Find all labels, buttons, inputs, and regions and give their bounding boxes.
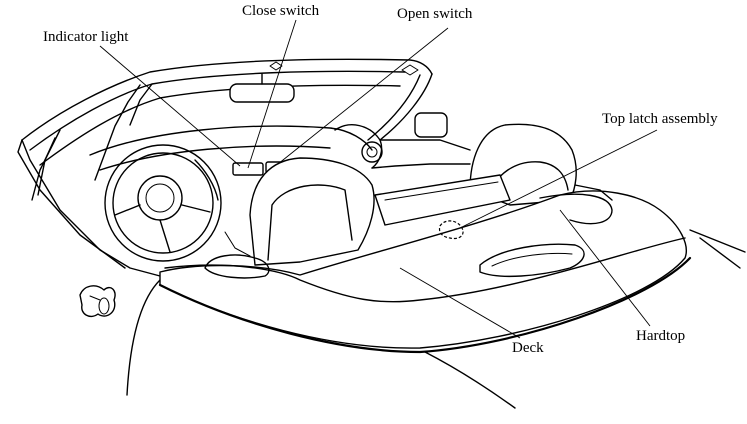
windshield-frame bbox=[21, 58, 433, 181]
indicator-light-label: Indicator light bbox=[43, 29, 129, 45]
leader-lines bbox=[99, 19, 658, 339]
left-body bbox=[17, 129, 161, 396]
driver-seat bbox=[249, 157, 375, 266]
deck-label: Deck bbox=[512, 340, 544, 356]
rear-glass bbox=[374, 174, 511, 226]
console bbox=[204, 231, 270, 279]
steering-wheel bbox=[104, 144, 222, 262]
top-latch bbox=[438, 220, 464, 240]
rearview-mirror bbox=[229, 61, 419, 103]
deck-hardtop bbox=[158, 184, 746, 409]
close-switch-label: Close switch bbox=[242, 3, 320, 19]
right-side-mirror bbox=[414, 112, 448, 138]
top-latch-assembly-label: Top latch assembly bbox=[602, 111, 718, 127]
side-mirror-icon bbox=[79, 285, 116, 318]
open-switch-label: Open switch bbox=[397, 6, 473, 22]
hardtop-label: Hardtop bbox=[636, 328, 686, 344]
